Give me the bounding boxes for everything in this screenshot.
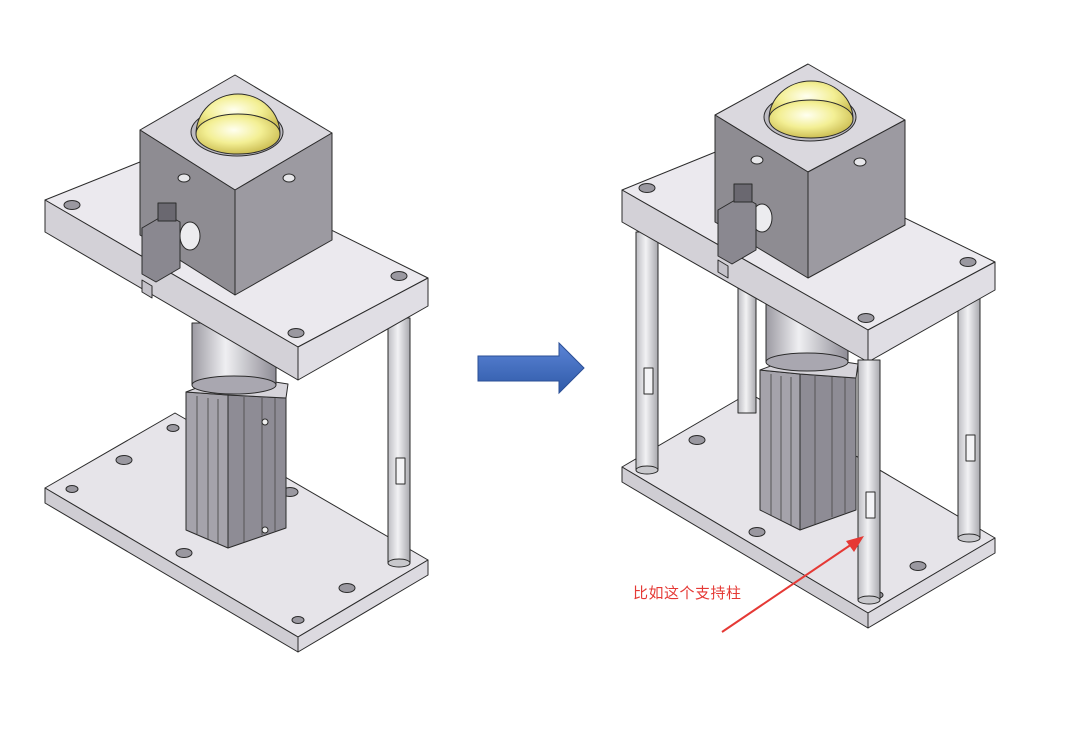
red-pointer-arrow [721,536,864,633]
left-sensor-block [139,74,333,299]
left-assembly [44,74,429,653]
left-support-rod [387,317,411,568]
right-rear-support-rods [737,274,981,543]
right-assembly [621,63,996,629]
right-pneumatic-cylinder [759,354,859,531]
right-arrow-icon [477,341,585,395]
right-front-support-column [857,359,881,605]
left-pneumatic-cylinder [185,374,289,549]
annotation-label: 比如这个支持柱 [633,584,742,602]
right-sensor-block [714,63,906,279]
right-front-left-rod [635,231,659,475]
